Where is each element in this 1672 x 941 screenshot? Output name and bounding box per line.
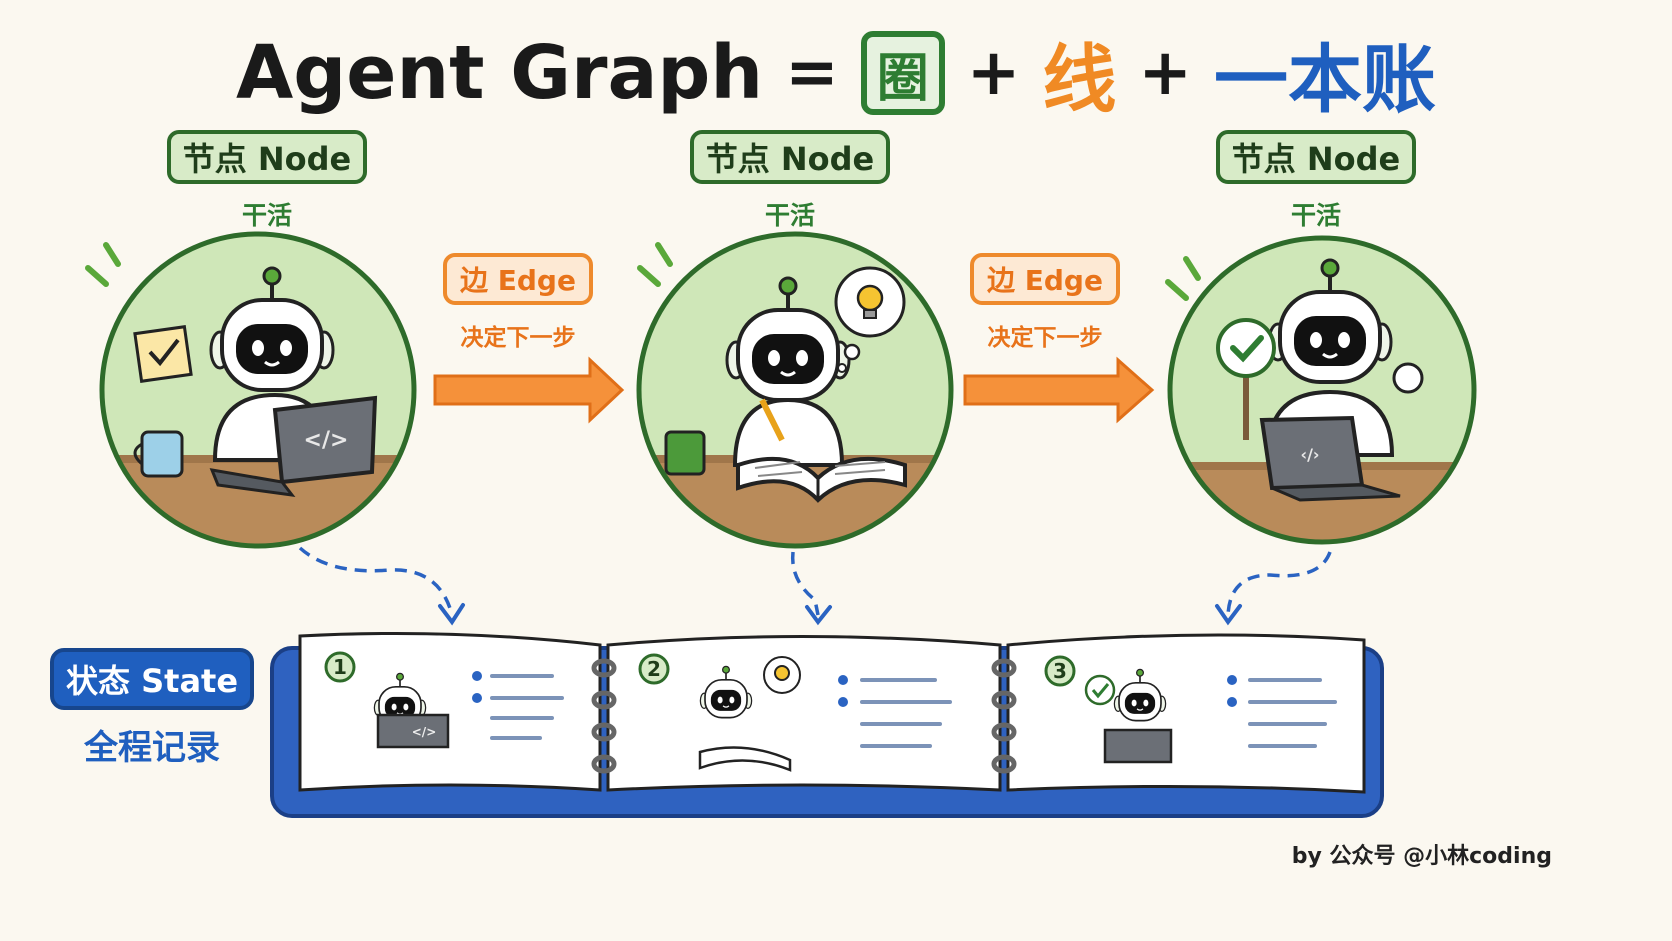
checkmark-sign-icon [1216,318,1276,440]
page-number-3: 3 [1053,659,1067,683]
state-arrow-2 [790,551,820,616]
page-number-1: 1 [333,655,347,679]
node-tag-2: 节点 Node [690,130,890,184]
title-plus-2: + [1138,36,1192,110]
state-notebook: 1 2 3 </> [270,631,1384,818]
node-sub-3: 干活 [1290,201,1341,230]
edge-tag-2: 边 Edge [970,253,1120,305]
screen-code-3: ‹/› [1300,445,1319,464]
title-xian: 线 [1042,36,1117,123]
title-yiben: 一本账 [1213,36,1436,123]
edge-arrow-1 [433,356,625,424]
edge-sub-2: 决定下一步 [987,325,1103,351]
page-title: Agent Graph = 圈 + 线 + 一本账 [0,18,1672,128]
credit: by 公众号 @小林coding [1291,844,1552,869]
title-main: Agent Graph [236,30,764,116]
node-illustration-2 [636,231,954,549]
title-plus-1: + [966,36,1021,110]
node-tag-1: 节点 Node [167,130,367,184]
edge-tag-1: 边 Edge [443,253,593,305]
node-sub-1: 干活 [241,201,292,230]
state-sub: 全程记录 [84,728,220,768]
state-arrow-3 [1226,551,1332,616]
title-equals: = [785,36,839,110]
lightbulb-icon [834,266,906,373]
page-number-2: 2 [647,657,661,681]
edge-arrow-2 [963,356,1155,424]
node-illustration-1: </> [85,231,417,549]
node-illustration-3: ‹/› [1165,235,1477,545]
title-quan: 圈 [860,31,945,115]
node-sub-2: 干活 [764,201,815,230]
state-arrow-1 [298,546,454,616]
state-tag: 状态 State [50,648,254,710]
screen-code-1: </> [304,428,349,453]
edge-sub-1: 决定下一步 [460,325,576,351]
mini-screen-code-1: </> [412,725,437,739]
sticky-note-icon [133,325,193,383]
node-tag-3: 节点 Node [1216,130,1416,184]
